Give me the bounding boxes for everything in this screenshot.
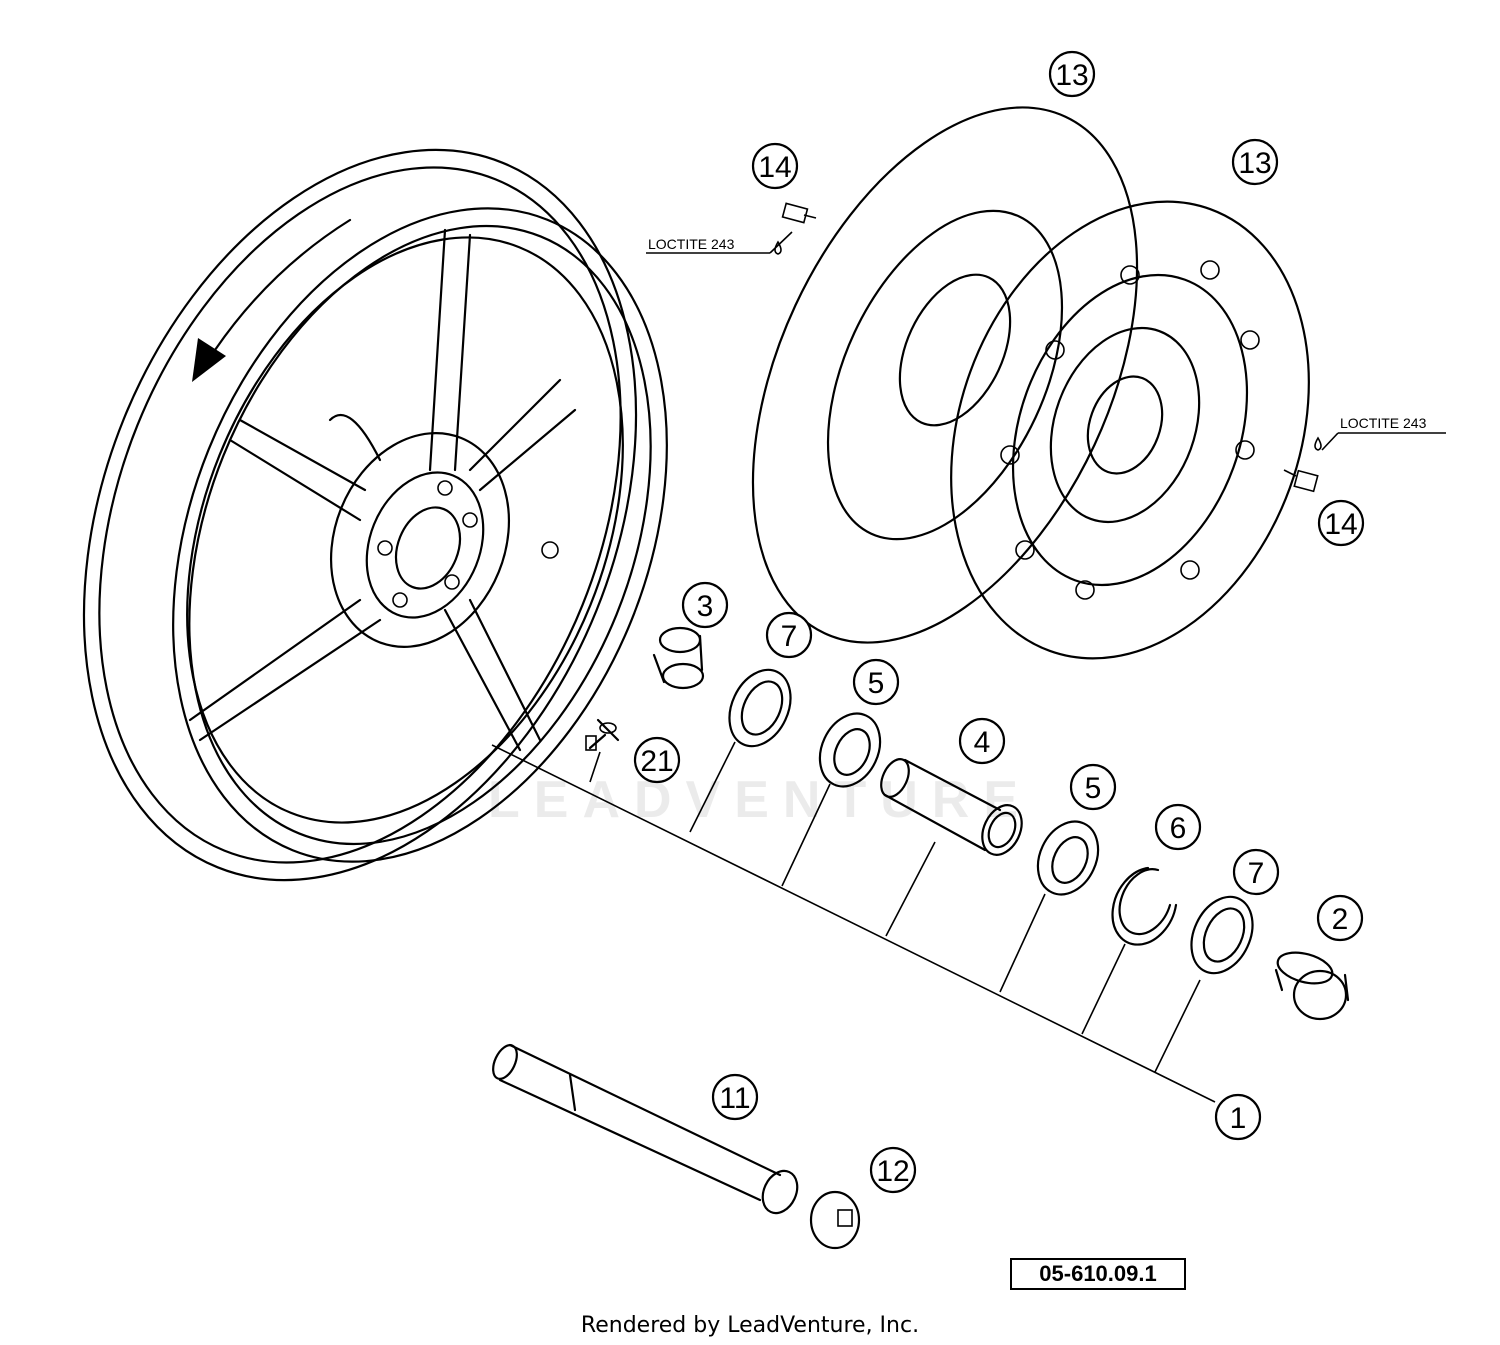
callout-5b: 5	[1069, 763, 1117, 811]
valve-21	[585, 718, 620, 751]
svg-text:21: 21	[640, 745, 673, 778]
diagram-code: 05-610.09.1	[1010, 1258, 1186, 1290]
spacer-2	[1274, 951, 1350, 1021]
axle-nut-12	[809, 1190, 861, 1250]
callout-14b: 14	[1317, 499, 1365, 547]
svg-text:14: 14	[758, 151, 791, 184]
callout-2: 2	[1316, 894, 1364, 942]
callout-1: 1	[1214, 1093, 1262, 1141]
svg-text:1: 1	[1230, 1102, 1247, 1135]
bolt-icon	[781, 202, 817, 224]
loctite-right-label: LOCTITE 243	[1340, 415, 1427, 431]
svg-text:6: 6	[1170, 812, 1187, 845]
wheel-hub	[329, 432, 511, 648]
callout-7b: 7	[1232, 848, 1280, 896]
callout-5a: 5	[852, 658, 900, 706]
svg-text:12: 12	[876, 1155, 909, 1188]
svg-text:2: 2	[1332, 903, 1349, 936]
callout-7a: 7	[765, 611, 813, 659]
bearing-5-right	[1036, 820, 1100, 896]
callout-4: 4	[958, 717, 1006, 765]
leader-lines	[491, 741, 1216, 1103]
seal-7-left	[728, 668, 792, 748]
wheel-spokes	[188, 228, 577, 752]
svg-text:13: 13	[1238, 147, 1271, 180]
rotation-arrow	[192, 218, 352, 382]
axle-11	[492, 1043, 799, 1215]
svg-text:4: 4	[974, 726, 991, 759]
bearing-5-left	[818, 712, 882, 788]
loctite-right-leader	[1321, 432, 1339, 451]
svg-text:5: 5	[868, 667, 885, 700]
valve-hole	[541, 541, 559, 559]
loctite-left-label: LOCTITE 243	[648, 236, 735, 252]
bolt-icon	[1283, 469, 1319, 493]
callout-11: 11	[711, 1073, 759, 1121]
circlip-6	[1111, 866, 1178, 946]
callout-6: 6	[1154, 803, 1202, 851]
seal-7-right	[1190, 895, 1254, 975]
watermark: LEADVENTURE	[488, 771, 1033, 829]
loctite-left-leader	[769, 231, 793, 254]
callout-12: 12	[869, 1146, 917, 1194]
svg-text:5: 5	[1085, 772, 1102, 805]
loctite-drop-icon	[1314, 436, 1322, 451]
brake-disc-rear	[751, 106, 1139, 644]
distance-sleeve-4	[880, 758, 1023, 856]
brake-disc-front	[950, 200, 1310, 660]
callout-14a: 14	[751, 142, 799, 190]
svg-text:7: 7	[781, 620, 798, 653]
callout-21: 21	[633, 736, 681, 784]
svg-text:3: 3	[697, 590, 714, 623]
callout-3: 3	[681, 581, 729, 629]
callout-13a: 13	[1048, 50, 1096, 98]
svg-text:11: 11	[719, 1082, 750, 1115]
svg-text:7: 7	[1248, 857, 1265, 890]
svg-text:14: 14	[1324, 508, 1357, 541]
footer-credit: Rendered by LeadVenture, Inc.	[580, 1313, 920, 1338]
wheel-rim	[82, 148, 668, 882]
callout-13b: 13	[1231, 138, 1279, 186]
spacer-3	[652, 626, 705, 690]
svg-text:13: 13	[1055, 59, 1088, 92]
